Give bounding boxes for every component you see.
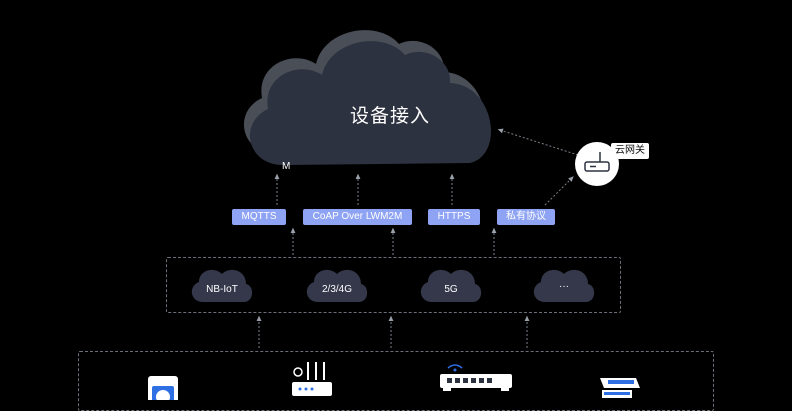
cloud-more	[533, 269, 595, 302]
router-icon	[292, 362, 332, 396]
network-more-label: ···	[559, 281, 569, 292]
cloud-shape	[243, 30, 492, 165]
network-234g-label: 2/3/4G	[321, 284, 353, 295]
cloud-234g	[306, 269, 368, 302]
cloud-marker: M	[282, 161, 291, 172]
protocol-coap: CoAP Over LWM2M	[303, 209, 412, 225]
diagram-graphics	[148, 30, 640, 400]
cloud-title: 设备接入	[349, 106, 430, 127]
network-5g-label: 5G	[444, 284, 458, 295]
sensor-icon	[600, 378, 640, 398]
arrow-gateway-to-cloud	[497, 128, 579, 156]
architecture-diagram: 设备接入 M MQTTS CoAP Over LWM2M HTTPS 私有协议 …	[78, 30, 714, 411]
device-box	[78, 351, 714, 411]
cloud-5g	[420, 269, 482, 302]
gateway-label: 云网关	[611, 143, 649, 159]
network-box	[166, 257, 621, 313]
meter-icon	[148, 376, 178, 400]
network-nbiot-label: NB-IoT	[206, 284, 238, 295]
gateway-icon	[575, 142, 619, 186]
cloud-nbiot	[191, 269, 253, 302]
protocol-https: HTTPS	[428, 209, 480, 225]
network-clouds	[191, 269, 595, 302]
switch-icon	[440, 364, 512, 391]
arrow-private-to-gateway	[544, 176, 574, 206]
protocol-private: 私有协议	[497, 209, 555, 225]
protocol-mqtts: MQTTS	[232, 209, 286, 225]
